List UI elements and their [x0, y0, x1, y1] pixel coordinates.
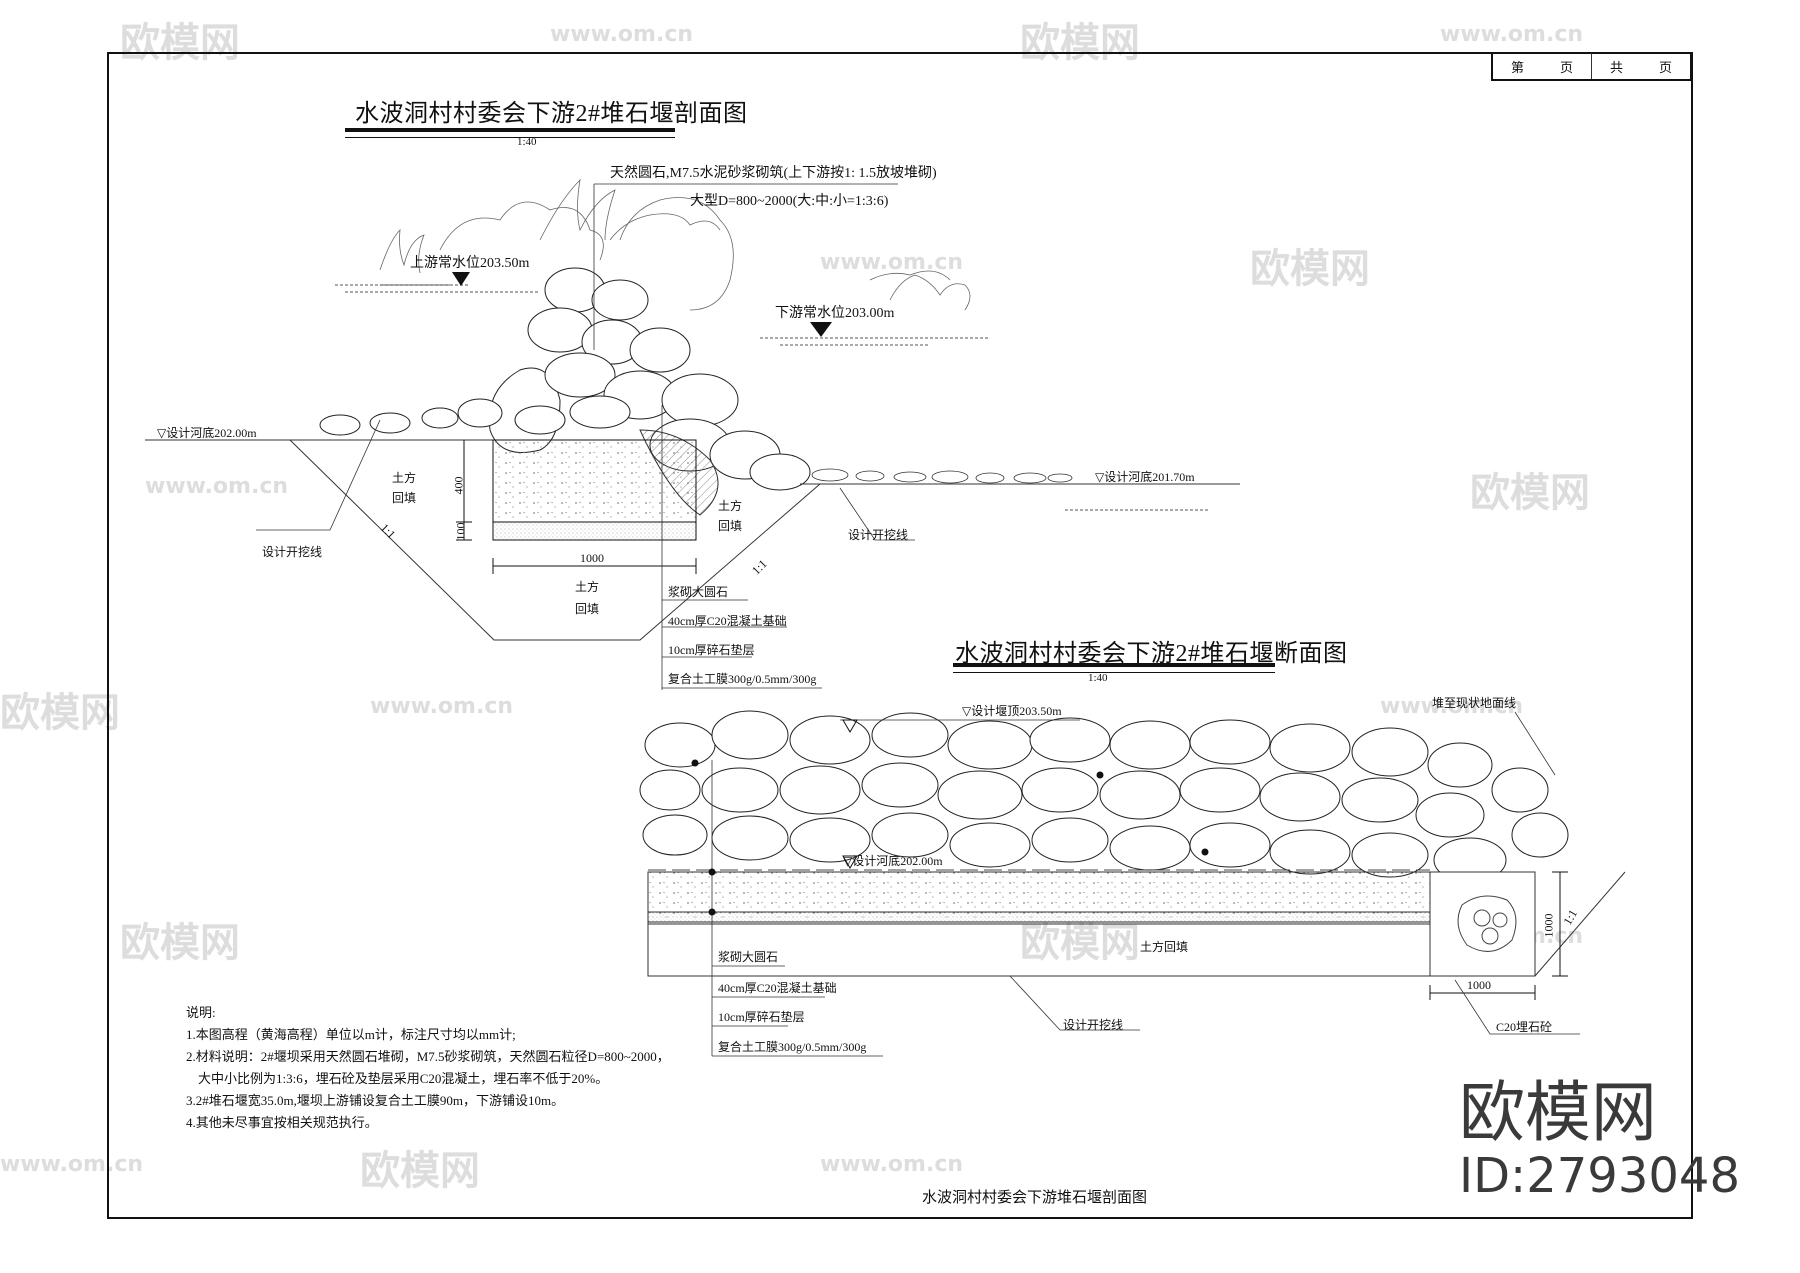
layer-label: 40cm厚C20混凝土基础	[718, 981, 837, 995]
fill-label-mid: 土方 回填	[718, 496, 742, 536]
excavation-line-section1	[289, 439, 821, 641]
dim-100: 100	[453, 522, 468, 541]
watermark-logo: 欧模网	[360, 1148, 480, 1194]
layer-label: 复合土工膜300g/0.5mm/300g	[668, 672, 817, 686]
watermark-site: www.om.cn	[0, 1152, 144, 1177]
page-total-cell: 共 页	[1591, 53, 1690, 79]
layer-label: 40cm厚C20混凝土基础	[668, 614, 787, 628]
fill-label-left: 土方 回填	[392, 468, 416, 508]
section1-title: 水波洞村村委会下游2#堆石堰剖面图	[355, 101, 748, 127]
downstream-water-triangle	[810, 322, 832, 337]
upstream-water-level: 上游常水位203.50m	[410, 256, 530, 271]
note-line: 大中小比例为1:3:6，埋石砼及垫层采用C20混凝土，埋石率不低于20%。	[198, 1071, 609, 1086]
downstream-stones	[811, 468, 1073, 484]
c20-anchor-block	[1429, 871, 1536, 977]
dimensions-section2	[1429, 871, 1568, 1000]
fill-label-line: 回填	[718, 519, 743, 533]
page-label-unit: 页	[1559, 59, 1573, 75]
gravel-layer-section2	[647, 911, 1431, 925]
page-number-box: 第 页 共 页	[1491, 53, 1692, 81]
section2-riverbed-elevation: ▽设计河底202.00m	[843, 854, 943, 868]
fill-label-bottom: 土方 回填	[575, 576, 599, 620]
vegetation-sketch	[379, 178, 971, 311]
pile-note: 堆至现状地面线	[1432, 696, 1517, 710]
weir-top-elevation: ▽设计堰顶203.50m	[962, 704, 1062, 718]
section1-scale: 1:40	[517, 136, 537, 148]
notes-heading: 说明:	[186, 1005, 216, 1020]
design-notes: 说明: 1.本图高程（黄海高程）单位以m计，标注尺寸均以mm计; 2.材料说明：…	[186, 1002, 670, 1134]
total-label-unit: 页	[1658, 59, 1672, 75]
watermark-logo: 欧模网	[0, 690, 120, 736]
section2-scale: 1:40	[1088, 672, 1108, 684]
layer-label: 复合土工膜300g/0.5mm/300g	[718, 1040, 867, 1054]
note-line: 3.2#堆石堰宽35.0m,堰坝上游铺设复合土工膜90m，下游铺设10m。	[186, 1093, 565, 1108]
gravel-layer-section1	[492, 521, 697, 541]
page-current-cell: 第 页	[1493, 53, 1591, 79]
excavation-label-right: 设计开挖线	[848, 528, 909, 542]
layer-label: 10cm厚碎石垫层	[718, 1010, 805, 1024]
note-line: 2.材料说明：2#堰坝采用天然圆石堆砌，M7.5砂浆砌筑，天然圆石粒径D=800…	[186, 1049, 670, 1064]
section2-title-rule	[953, 663, 1275, 673]
excavation-label-left: 设计开挖线	[262, 545, 323, 559]
upstream-riverbed-elevation: ▽设计河底202.00m	[157, 426, 257, 440]
downstream-riverbed-elevation: ▽设计河底201.70m	[1095, 470, 1195, 484]
fill-label-line: 土方	[575, 580, 600, 594]
dim-400: 400	[451, 476, 466, 495]
section1-title-rule	[345, 128, 675, 138]
total-label: 共	[1609, 59, 1623, 75]
layer-label: 浆砌大圆石	[718, 950, 779, 964]
watermark-site: www.om.cn	[145, 474, 289, 499]
fill-label-line: 回填	[392, 491, 417, 505]
section2-dim-width: 1000	[1467, 978, 1491, 992]
page-label: 第	[1510, 59, 1524, 75]
upstream-water-triangle	[452, 272, 470, 286]
section2-fill-label: 土方回填	[1140, 940, 1189, 954]
watermark-logo: 欧模网	[120, 20, 240, 66]
fill-label-line: 土方	[392, 471, 417, 485]
dim-1000: 1000	[580, 551, 604, 565]
leader-lines-section1	[256, 183, 915, 690]
section2-title: 水波洞村村委会下游2#堆石堰断面图	[955, 641, 1348, 667]
fill-label-line: 土方	[718, 499, 743, 513]
watermark-site: www.om.cn	[1380, 694, 1524, 719]
layer-label: 10cm厚碎石垫层	[668, 643, 755, 657]
watermark-logo: 欧模网	[1470, 470, 1590, 516]
excavation-line-section2	[647, 871, 1626, 977]
watermark-logo: 欧模网	[1250, 246, 1370, 292]
watermark-site: www.om.cn	[820, 250, 964, 275]
watermark-logo: 欧模网	[1020, 920, 1140, 966]
layer-label: 浆砌大圆石	[668, 585, 729, 599]
section2-dim-height: 1000	[1541, 913, 1556, 938]
watermark-logo: 欧模网	[1020, 20, 1140, 66]
note-line: 4.其他未尽事宜按相关规范执行。	[186, 1115, 378, 1130]
leader-lines-section2	[711, 711, 1580, 1057]
watermark-site: www.om.cn	[820, 1152, 964, 1177]
rock-pile-section2	[639, 710, 1569, 883]
downstream-water-level: 下游常水位203.00m	[775, 306, 895, 321]
note-line: 1.本图高程（黄海高程）单位以m计，标注尺寸均以mm计;	[186, 1027, 516, 1042]
watermark-site: www.om.cn	[1440, 22, 1584, 47]
watermark-site: www.om.cn	[550, 22, 694, 47]
watermark-brand-large: 欧模网	[1458, 1074, 1657, 1151]
watermark-site: www.om.cn	[370, 694, 514, 719]
rock-callout-line1: 天然圆石,M7.5水泥砂浆砌筑(上下游按1: 1.5放坡堆砌)	[610, 166, 937, 181]
c20-foundation-section1	[492, 439, 697, 523]
watermark-stamp: 欧模网 ID:2793048	[1458, 1074, 1740, 1204]
anchor-stone-cluster	[1457, 895, 1517, 952]
watermark-logo: 欧模网	[120, 920, 240, 966]
rock-callout-line2: 大型D=800~2000(大:中:小=1:3:6)	[690, 194, 889, 209]
anchor-label: C20埋石砼	[1496, 1020, 1553, 1034]
section2-excavation-label: 设计开挖线	[1063, 1018, 1124, 1032]
fill-label-line: 回填	[575, 602, 600, 616]
drawing-footer-title: 水波洞村村委会下游堆石堰剖面图	[922, 1190, 1148, 1206]
watermark-id: ID:2793048	[1458, 1148, 1740, 1204]
drawing-frame	[107, 52, 1693, 1219]
